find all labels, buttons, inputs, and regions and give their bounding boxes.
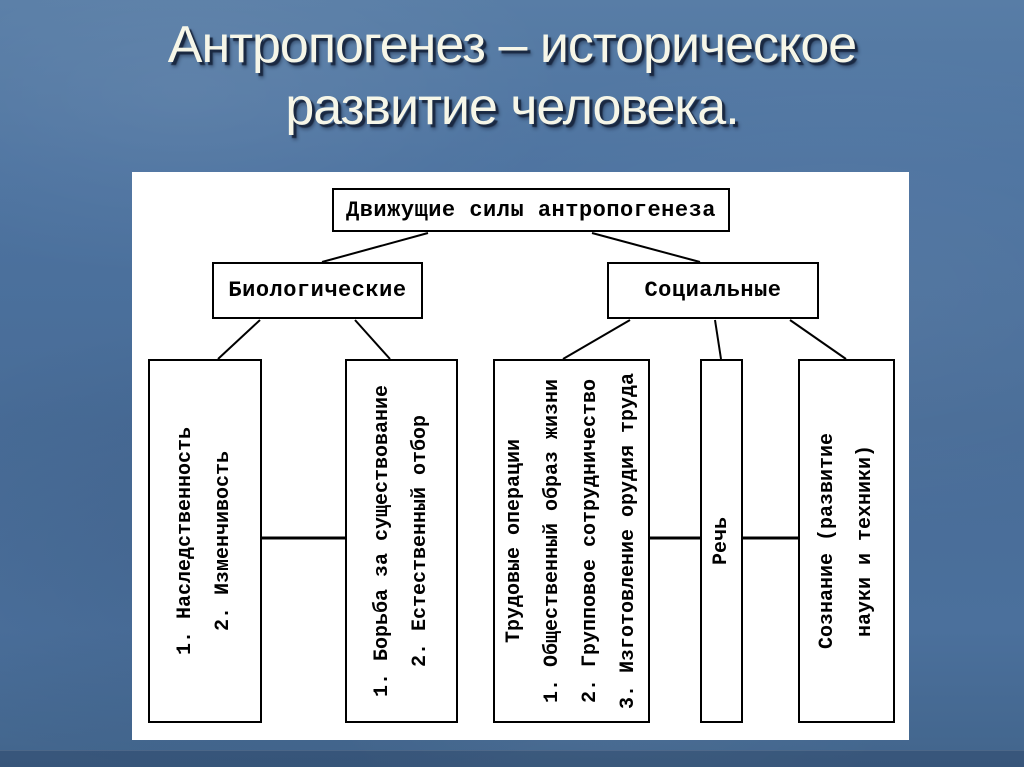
leaf-node-speech: Речь — [700, 359, 743, 723]
branch-social-label: Социальные — [644, 278, 782, 303]
root-node-label: Движущие силы антропогенеза — [346, 197, 716, 223]
connector-social-to-speech — [714, 319, 722, 360]
branch-node-biological: Биологические — [212, 262, 423, 319]
connector-root-to-biological — [321, 232, 429, 263]
connector-root-to-social — [591, 232, 701, 263]
leaf-consciousness-text: Сознание (развитие науки и техники) — [809, 364, 885, 718]
slide-title-line-2: развитие человека. — [285, 78, 739, 137]
leaf-node-struggle-selection: 1. Борьба за существование 2. Естественн… — [345, 359, 458, 723]
leaf-struggle-text: 1. Борьба за существование 2. Естественн… — [364, 364, 440, 718]
leaf-struggle-line-1: 1. Борьба за существование — [370, 384, 394, 698]
leaf-labor-line-2: 1. Общественный образ жизни — [540, 378, 564, 704]
branch-node-social: Социальные — [607, 262, 819, 319]
slide-title: Антропогенез – историческое развитие чел… — [0, 14, 1024, 139]
connector-biological-to-heredity — [217, 319, 261, 360]
slide-title-line-1: Антропогенез – историческое — [167, 16, 857, 74]
leaf-labor-line-3: 2. Групповое сотрудничество — [578, 378, 602, 704]
leaf-speech-line-1: Речь — [709, 517, 733, 566]
leaf-node-heredity-variability: 1. Наследственность 2. Изменчивость — [148, 359, 262, 723]
leaf-consciousness-line-2: науки и техники) — [853, 444, 877, 638]
leaf-heredity-text: 1. Наследственность 2. Изменчивость — [167, 364, 243, 718]
root-node-driving-forces: Движущие силы антропогенеза — [332, 188, 730, 232]
diagram-panel: Движущие силы антропогенеза Биологически… — [132, 172, 909, 740]
leaf-labor-line-4: 3. Изготовление орудия труда — [616, 372, 640, 710]
leaf-labor-text: Трудовые операции 1. Общественный образ … — [496, 364, 648, 718]
connector-social-to-consciousness — [789, 319, 847, 360]
leaf-consciousness-line-1: Сознание (развитие — [815, 432, 839, 650]
leaf-speech-text: Речь — [703, 364, 741, 718]
leaf-node-labor-operations: Трудовые операции 1. Общественный образ … — [493, 359, 650, 723]
leaf-heredity-line-2: 2. Изменчивость — [212, 450, 235, 632]
leaf-heredity-line-1: 1. Наследственность — [174, 426, 197, 656]
leaf-labor-line-1: Трудовые операции — [502, 438, 526, 644]
slide-bottom-edge — [0, 750, 1024, 767]
leaf-struggle-line-2: 2. Естественный отбор — [408, 414, 432, 668]
connector-lines — [217, 232, 847, 540]
branch-biological-label: Биологические — [228, 278, 407, 303]
connector-biological-to-struggle — [354, 319, 391, 360]
leaf-node-consciousness: Сознание (развитие науки и техники) — [798, 359, 895, 723]
connector-social-to-labor — [562, 319, 631, 360]
